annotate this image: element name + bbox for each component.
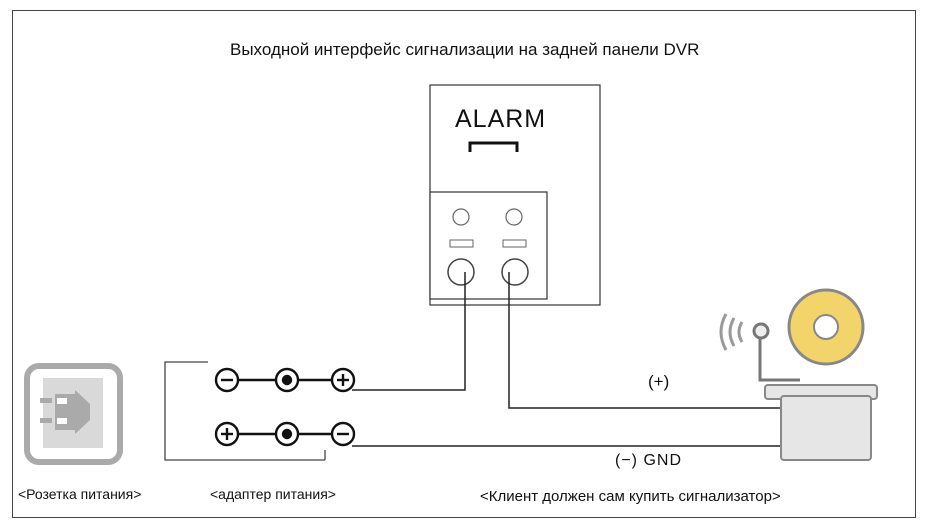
power-adapter-caption: <адаптер питания> xyxy=(210,486,336,502)
adapter-polarity-top xyxy=(214,367,356,393)
adapter-bracket xyxy=(164,361,325,461)
diagram-title: Выходной интерфейс сигнализации на задне… xyxy=(230,40,700,59)
gnd-wire-label: (−) GND xyxy=(615,452,682,469)
power-socket-caption: <Розетка питания> xyxy=(18,486,142,502)
wire-adapter-to-alarm xyxy=(352,272,466,391)
adapter-polarity-bottom xyxy=(214,421,356,447)
positive-wire-label: (+) xyxy=(648,372,670,391)
terminal-slot-left xyxy=(449,239,474,248)
alarm-label: ALARM xyxy=(455,105,547,133)
alarm-bell-icon xyxy=(719,288,878,461)
terminal-hole-right xyxy=(501,258,529,286)
terminal-block xyxy=(429,191,548,300)
terminal-hole-left xyxy=(447,258,475,286)
terminal-slot-right xyxy=(502,239,527,248)
diagram-frame xyxy=(12,10,916,518)
terminal-screw-right xyxy=(505,208,523,226)
terminal-screw-left xyxy=(452,208,470,226)
wire-positive xyxy=(508,272,780,409)
power-socket-icon xyxy=(24,363,123,465)
alarm-device-caption: <Клиент должен сам купить сигнализатор> xyxy=(480,488,781,505)
alarm-bracket xyxy=(468,141,519,152)
